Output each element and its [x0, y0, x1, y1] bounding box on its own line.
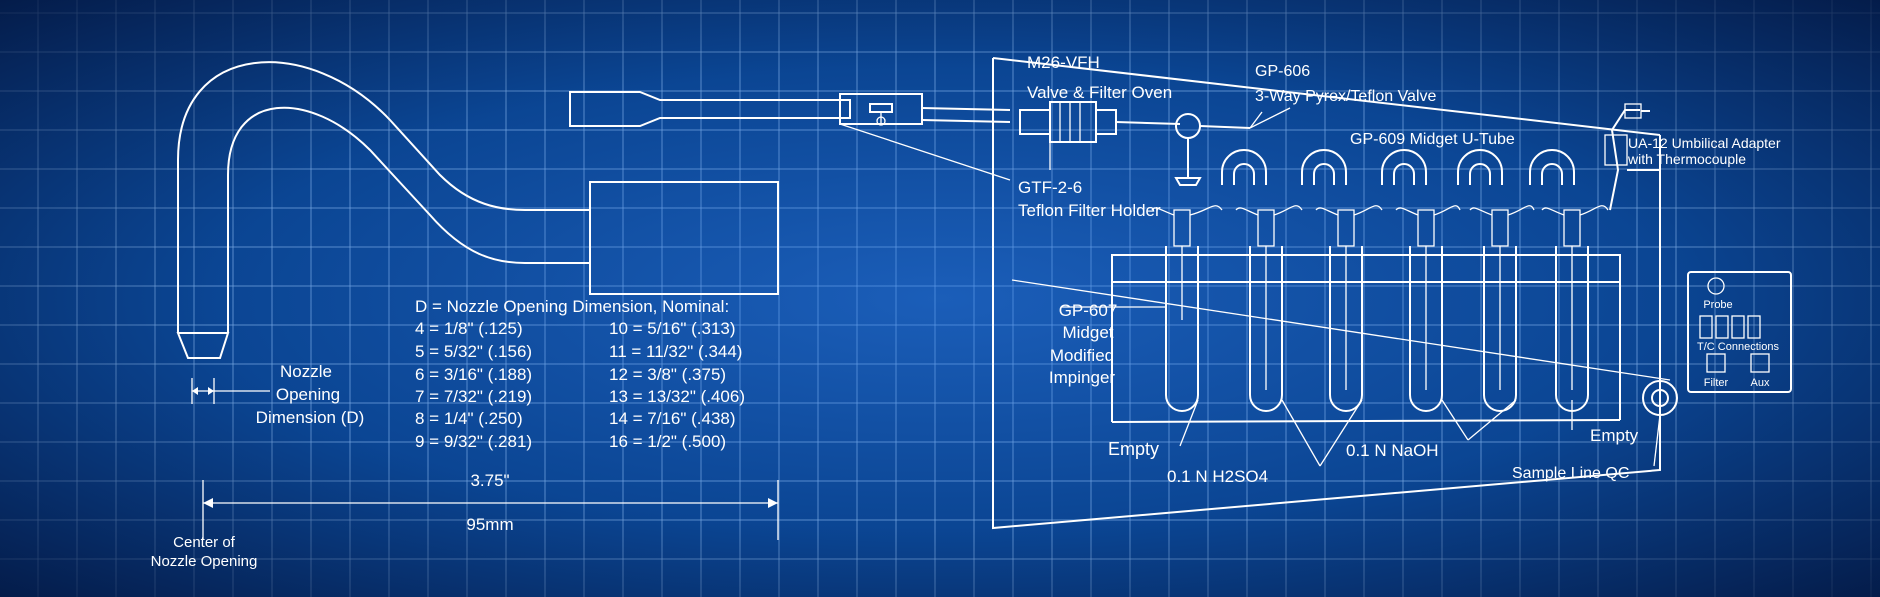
h2so4-label: 0.1 N H2SO4	[1167, 467, 1268, 486]
center-label-line-2: Nozzle Opening	[151, 553, 258, 570]
sample-line-label: Sample Line QC	[1512, 465, 1629, 482]
three-way-valve	[1174, 111, 1263, 186]
center-label-line-1: Center of	[173, 534, 236, 551]
oven-box	[992, 57, 1661, 530]
length-inches: 3.75"	[470, 471, 509, 490]
panel-labels: Probe T/C Connections Filter Aux	[1697, 299, 1779, 389]
valve-label-line-2: 3-Way Pyrex/Teflon Valve	[1255, 88, 1437, 105]
oven-label-line-2: Valve & Filter Oven	[1027, 83, 1172, 102]
control-panel	[1687, 271, 1792, 393]
u-tubes	[1221, 149, 1575, 185]
length-mm: 95mm	[466, 515, 513, 534]
valve-label-line-1: GP-606	[1255, 63, 1310, 80]
nozzle-size-8: 8 = 1/4" (.250)	[415, 409, 523, 428]
leader-lines	[1062, 107, 1661, 467]
filter-label-line-1: GTF-2-6	[1018, 178, 1082, 197]
impinger-label-line-3: Modified	[1050, 346, 1114, 365]
utube-label: GP-609 Midget U-Tube	[1350, 131, 1515, 148]
opening-dimension-marker	[191, 378, 270, 404]
empty-label-left: Empty	[1108, 439, 1159, 459]
nozzle-size-5: 5 = 5/32" (.156)	[415, 342, 532, 361]
impinger-label-line-1: GP-607	[1059, 301, 1118, 320]
impinger-label-line-4: Impinger	[1049, 368, 1115, 387]
nozzle-size-11: 11 = 11/32" (.344)	[609, 342, 742, 361]
filter-label-line-2: Teflon Filter Holder	[1018, 201, 1161, 220]
probe-assembly	[569, 91, 1011, 181]
umbilical-label-line-2: with Thermocouple	[1627, 151, 1746, 167]
impinger-rack	[1011, 254, 1671, 423]
nozzle-size-10: 10 = 5/16" (.313)	[609, 319, 736, 338]
filter-outlet-label: Filter	[1704, 377, 1729, 389]
nozzle-size-12: 12 = 3/8" (.375)	[609, 365, 726, 384]
oven-label-line-1: M26-VFH	[1027, 53, 1100, 72]
aux-outlet-label: Aux	[1751, 377, 1770, 389]
opening-label-line-1: Nozzle	[280, 362, 332, 381]
umbilical-label-line-1: UA-12 Umbilical Adapter	[1628, 135, 1781, 151]
nozzle-size-14: 14 = 7/16" (.438)	[609, 409, 736, 428]
nozzle-size-16: 16 = 1/2" (.500)	[609, 432, 726, 451]
nozzle-size-13: 13 = 13/32" (.406)	[609, 387, 745, 406]
nozzle-size-9: 9 = 9/32" (.281)	[415, 432, 532, 451]
component-labels: M26-VFH Valve & Filter Oven GP-606 3-Way…	[1018, 53, 1781, 486]
nozzle-table-title: D = Nozzle Opening Dimension, Nominal:	[415, 297, 729, 316]
nozzle-size-7: 7 = 7/32" (.219)	[415, 387, 532, 406]
impinger-label-line-2: Midget	[1062, 323, 1113, 342]
probe-label: Probe	[1703, 299, 1732, 311]
naoh-label: 0.1 N NaOH	[1346, 441, 1439, 460]
filter-holder	[1019, 101, 1181, 170]
nozzle-size-4: 4 = 1/8" (.125)	[415, 319, 523, 338]
nozzle-size-6: 6 = 3/16" (.188)	[415, 365, 532, 384]
opening-label-line-3: Dimension (D)	[256, 408, 365, 427]
impingers	[1151, 205, 1609, 412]
length-dimension	[202, 480, 779, 540]
tc-connections-label: T/C Connections	[1697, 341, 1779, 353]
empty-label-right: Empty	[1590, 426, 1639, 445]
opening-label-line-2: Opening	[276, 385, 340, 404]
nozzle-drawing	[176, 61, 779, 359]
nozzle-labels: D = Nozzle Opening Dimension, Nominal: 4…	[151, 297, 745, 570]
